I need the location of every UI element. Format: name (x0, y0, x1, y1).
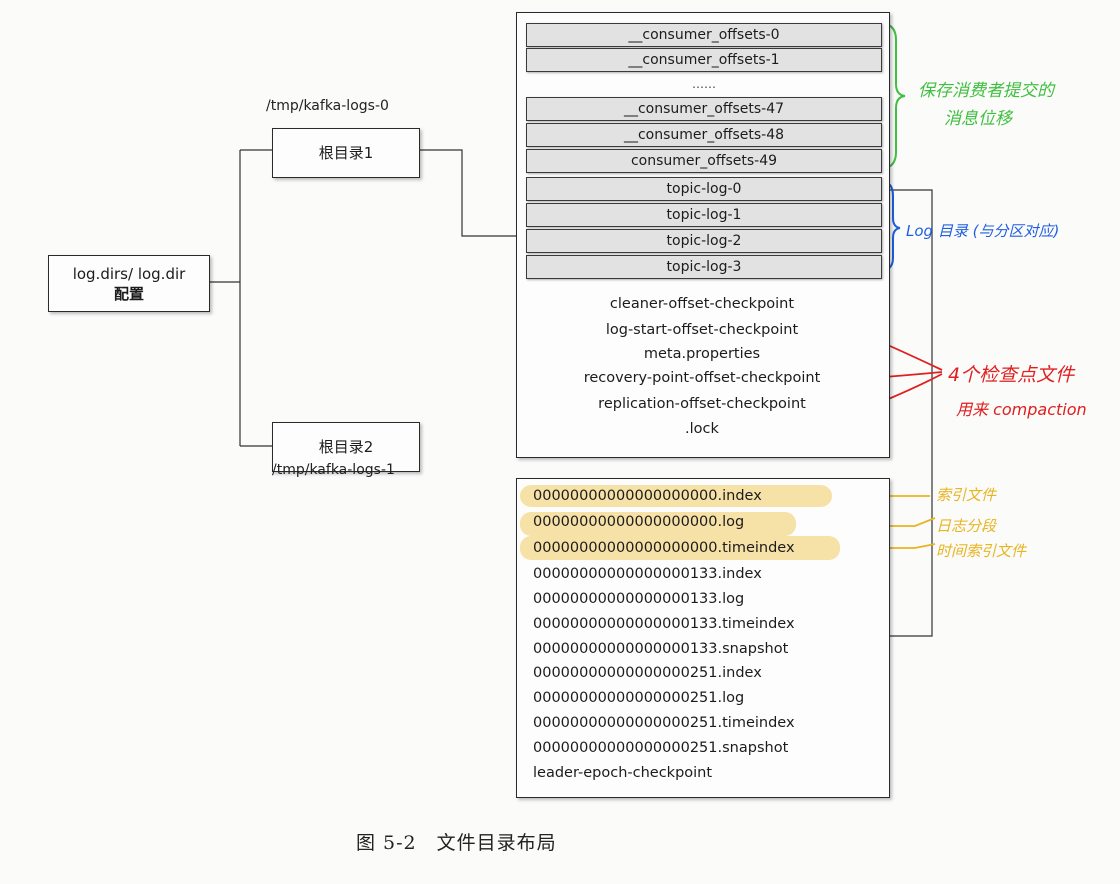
connector-root1-panel (418, 149, 517, 237)
checkpoint-file: recovery-point-offset-checkpoint (583, 370, 821, 386)
topic-log-row: topic-log-2 (526, 229, 882, 253)
config-box-line1: log.dirs/ log.dir (72, 264, 186, 283)
checkpoint-file: log-start-offset-checkpoint (605, 322, 799, 338)
topic-log-row: topic-log-0 (526, 177, 882, 201)
segment-file: 00000000000000000133.log (533, 591, 745, 607)
checkpoint-file: meta.properties (643, 346, 761, 362)
config-box-line2: 配置 (113, 284, 144, 303)
root-dir-2-path: /tmp/kafka-logs-1 (272, 462, 395, 478)
segment-file: 00000000000000000251.index (533, 665, 762, 681)
segment-file: 00000000000000000251.log (533, 690, 745, 706)
segment-file: 00000000000000000000.log (533, 514, 745, 530)
consumer-offsets-row: consumer_offsets-49 (526, 149, 882, 173)
segment-file: 00000000000000000000.timeindex (533, 540, 795, 556)
index-note: 索引文件 (936, 486, 997, 504)
figure-caption: 图 5-2 文件目录布局 (356, 832, 557, 854)
highlight-log (520, 512, 796, 536)
segment-file: 00000000000000000000.index (533, 488, 762, 504)
consumer-offsets-row: __consumer_offsets-1 (526, 48, 882, 72)
pointer-log (795, 517, 936, 527)
consumer-offsets-row: __consumer_offsets-0 (526, 23, 882, 47)
consumer-offsets-note-line1: 保存消费者提交的 (918, 81, 1054, 101)
segment-file: leader-epoch-checkpoint (533, 765, 713, 781)
consumer-offsets-brace (884, 23, 906, 169)
root-dir-1-label: 根目录1 (318, 144, 374, 162)
topic-log-brace (884, 181, 901, 271)
log-dir-note: Log 目录 (与分区对应) (906, 222, 1060, 240)
root-dir-2-label: 根目录2 (318, 438, 374, 456)
checkpoint-note-line2: 用来 compaction (956, 400, 1087, 419)
config-box: log.dirs/ log.dir 配置 (48, 255, 210, 312)
segment-file: 00000000000000000133.snapshot (533, 641, 789, 657)
consumer-offsets-row: __consumer_offsets-47 (526, 97, 882, 121)
checkpoint-file: replication-offset-checkpoint (598, 396, 806, 412)
segment-file: 00000000000000000133.index (533, 566, 762, 582)
segment-file: 00000000000000000133.timeindex (533, 616, 795, 632)
consumer-offsets-note-line2: 消息位移 (944, 109, 1012, 129)
connector-topic-segments (882, 189, 933, 637)
segment-file: 00000000000000000251.timeindex (533, 715, 795, 731)
topic-log-row: topic-log-1 (526, 203, 882, 227)
consumer-offsets-ellipsis: …… (692, 77, 716, 91)
highlight-index (520, 485, 832, 507)
timeindex-note: 时间索引文件 (936, 542, 1027, 560)
root-dir-1-path: /tmp/kafka-logs-0 (266, 98, 389, 114)
checkpoint-file: cleaner-offset-checkpoint (609, 296, 795, 312)
root-dir-2-box: 根目录2 (272, 422, 420, 472)
root-dir-1-box: 根目录1 (272, 128, 420, 178)
log-segment-note: 日志分段 (936, 517, 997, 535)
topic-log-row: topic-log-3 (526, 255, 882, 279)
segment-file: 00000000000000000251.snapshot (533, 740, 789, 756)
consumer-offsets-row: __consumer_offsets-48 (526, 123, 882, 147)
pointer-timeindex (838, 543, 936, 549)
checkpoint-file: .lock (685, 421, 719, 437)
highlight-timeindex (520, 536, 840, 560)
checkpoint-note-line1: 4个检查点文件 (948, 364, 1075, 386)
